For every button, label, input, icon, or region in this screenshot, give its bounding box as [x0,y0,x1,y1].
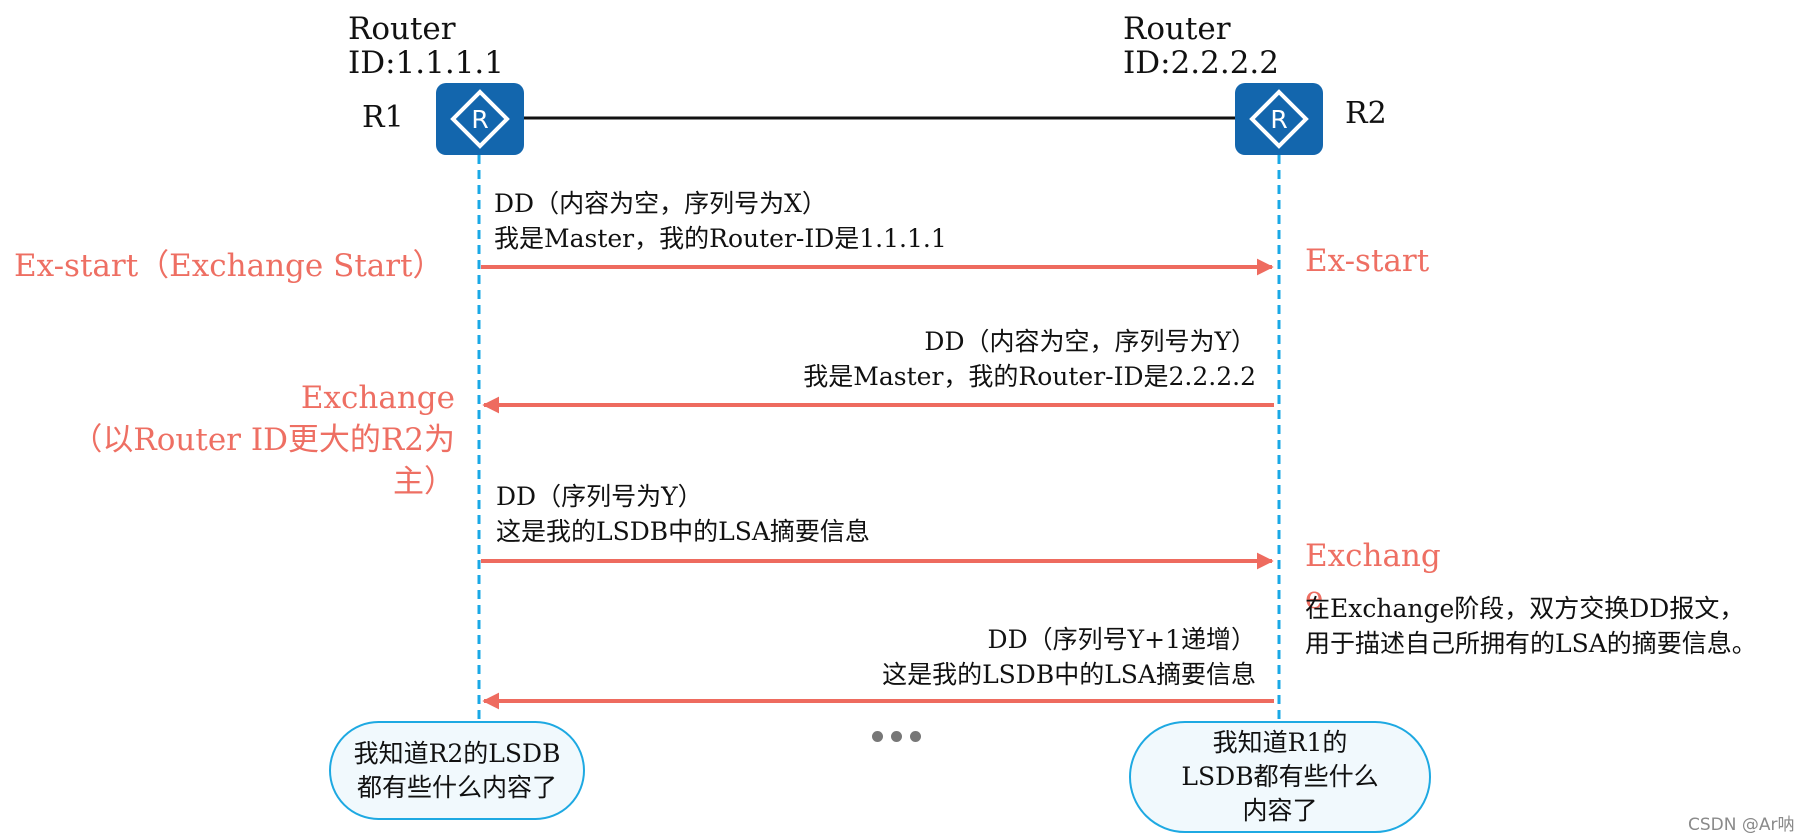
router-icon: R [1249,89,1309,149]
router-icon: R [450,89,510,149]
exchange-note-line1: 在Exchange阶段，双方交换DD报文， [1305,594,1745,623]
watermark: CSDN @Ar呐 [1688,815,1795,835]
state-left-exchange-line1: Exchange [300,380,455,416]
message-4-line2: 这是我的LSDB中的LSA摘要信息 [882,660,1256,689]
ellipsis-dot [891,731,902,742]
state-right-exchange-line1: Exchang [1305,538,1441,574]
bubble-r2-line3: 内容了 [1242,796,1318,825]
message-2-line2: 我是Master，我的Router-ID是2.2.2.2 [803,362,1256,391]
message-1-line1: DD（内容为空，序列号为X） [494,189,827,218]
message-1: DD（内容为空，序列号为X） 我是Master，我的Router-ID是1.1.… [494,186,947,256]
r2-id-line2: ID:2.2.2.2 [1123,45,1279,81]
router-letter: R [1270,105,1287,134]
r2-id-line1: Router [1123,11,1231,47]
message-3-line1: DD（序列号为Y） [496,482,703,511]
r2-router[interactable]: R [1235,83,1323,155]
state-left-exchange-line2: （以Router ID更大的R2为 [71,422,455,458]
bubble-r2: 我知道R1的 LSDB都有些什么 内容了 [1129,721,1431,833]
r1-id-label: Router ID:1.1.1.1 [348,12,504,80]
bubble-r1: 我知道R2的LSDB 都有些什么内容了 [329,721,585,820]
bubble-r1-line1: 我知道R2的LSDB [353,738,561,768]
r1-id-line1: Router [348,11,456,47]
bubble-r2-line1: 我知道R1的 [1212,728,1348,757]
r2-id-label: Router ID:2.2.2.2 [1123,12,1279,80]
state-right-exchange: Exchang e [1305,535,1441,619]
exchange-note-line2: 用于描述自己所拥有的LSA的摘要信息。 [1305,629,1757,658]
message-4: DD（序列号Y+1递增） 这是我的LSDB中的LSA摘要信息 [882,622,1256,692]
message-3: DD（序列号为Y） 这是我的LSDB中的LSA摘要信息 [496,479,870,549]
message-2: DD（内容为空，序列号为Y） 我是Master，我的Router-ID是2.2.… [803,324,1256,394]
ellipsis-dot [910,731,921,742]
r1-router[interactable]: R [436,83,524,155]
bubble-r1-line2: 都有些什么内容了 [356,772,557,802]
state-left-exstart: Ex-start（Exchange Start） [14,248,444,284]
message-3-line2: 这是我的LSDB中的LSA摘要信息 [496,517,870,546]
router-letter: R [471,105,488,134]
r2-name: R2 [1345,96,1387,131]
message-4-line1: DD（序列号Y+1递增） [987,625,1256,654]
message-2-line1: DD（内容为空，序列号为Y） [924,327,1256,356]
state-left-exchange: Exchange （以Router ID更大的R2为 主） [71,377,455,503]
exchange-note: 在Exchange阶段，双方交换DD报文， 用于描述自己所拥有的LSA的摘要信息… [1305,591,1757,661]
r1-name: R1 [362,100,404,135]
ellipsis-dot [872,731,883,742]
r1-id-line2: ID:1.1.1.1 [348,45,504,81]
state-right-exchange-line2: e [1305,580,1324,616]
state-left-exchange-line3: 主） [393,464,455,500]
bubble-r2-line2: LSDB都有些什么 [1181,762,1379,791]
state-right-exstart: Ex-start [1305,243,1430,279]
message-1-line2: 我是Master，我的Router-ID是1.1.1.1 [494,224,947,253]
